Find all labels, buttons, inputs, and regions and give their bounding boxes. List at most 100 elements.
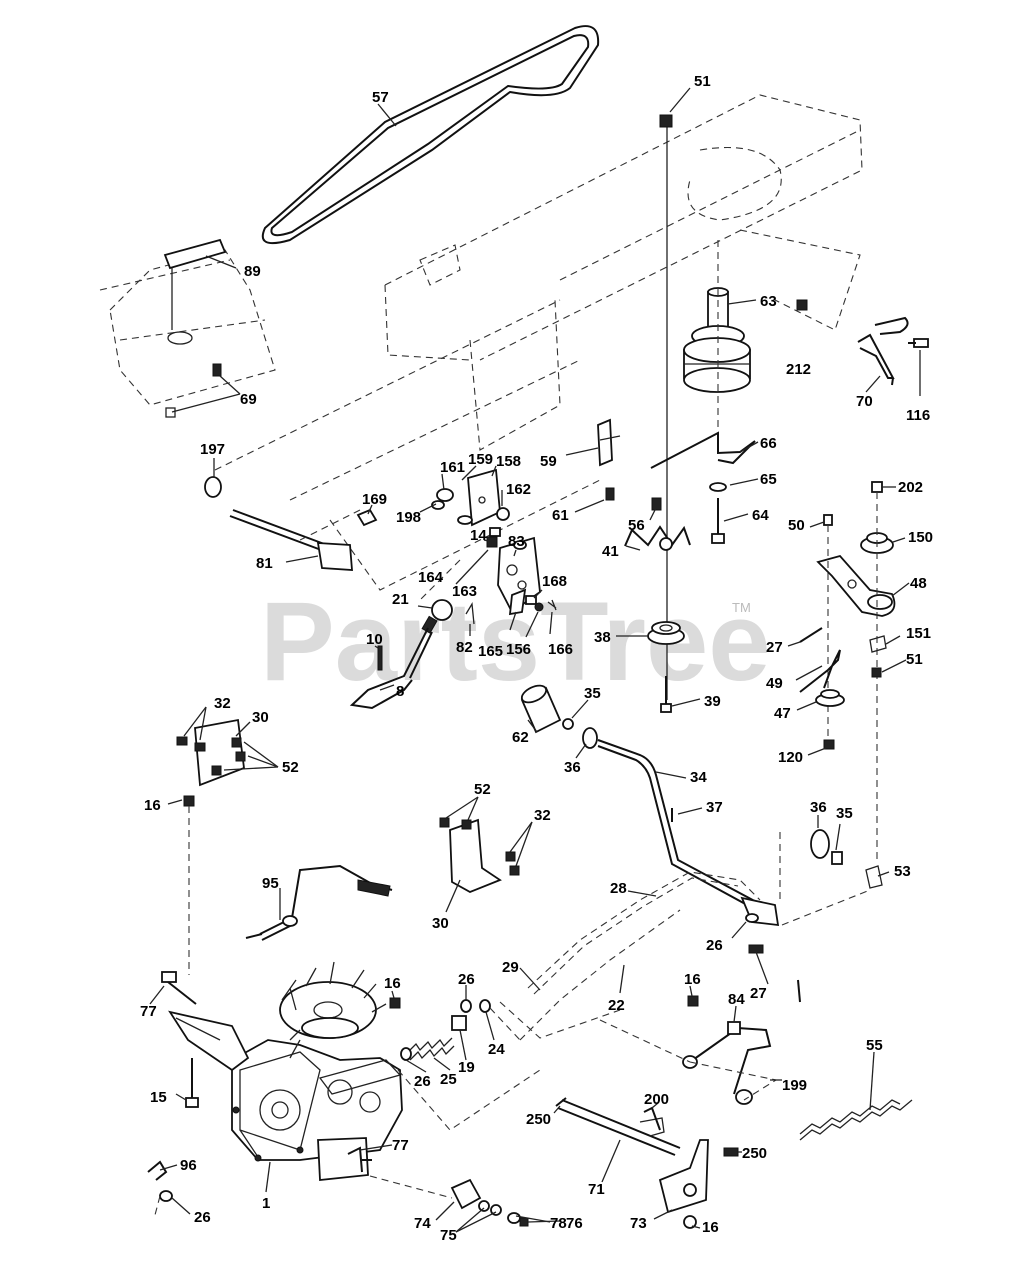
bracket-73[interactable]: [658, 1139, 709, 1229]
spring-55[interactable]: [799, 1099, 913, 1141]
callout-151: 151: [906, 625, 931, 642]
spring-25[interactable]: [407, 1037, 455, 1061]
part-166[interactable]: [547, 599, 557, 611]
pivot-bracket[interactable]: [497, 536, 541, 616]
callout-168: 168: [542, 573, 567, 590]
washer-26-upper[interactable]: [460, 999, 472, 1013]
bolt-27-upper[interactable]: [799, 627, 823, 643]
nut-16-mid[interactable]: [687, 995, 699, 1007]
washer-26-mid[interactable]: [745, 913, 759, 923]
callout-50: 50: [788, 517, 805, 534]
nut-16-transaxle[interactable]: [389, 997, 401, 1009]
pulley-150[interactable]: [860, 532, 894, 554]
callout-163: 163: [452, 583, 477, 600]
rod-29[interactable]: [499, 1001, 621, 1039]
washer-24[interactable]: [479, 999, 491, 1013]
spacer-151[interactable]: [869, 635, 887, 653]
washer-75a[interactable]: [478, 1200, 490, 1212]
bracket-49[interactable]: [799, 649, 841, 693]
drive-belt[interactable]: [261, 25, 600, 244]
bracket-30-upper[interactable]: [176, 718, 246, 787]
shift-lever-8[interactable]: [349, 615, 438, 710]
engine-pulley[interactable]: [666, 125, 751, 700]
bolt-250-right[interactable]: [723, 1147, 739, 1157]
washer-78[interactable]: [507, 1212, 521, 1224]
part-156[interactable]: [534, 602, 544, 612]
callout-15: 15: [150, 1089, 167, 1106]
callout-75: 75: [440, 1227, 457, 1244]
washer-35-right[interactable]: [831, 851, 843, 865]
part-168[interactable]: [525, 595, 537, 605]
pulley-38[interactable]: [647, 621, 685, 645]
washer-35-left[interactable]: [562, 718, 574, 730]
link-199[interactable]: [689, 1061, 778, 1101]
bracket-30-center[interactable]: [439, 817, 520, 893]
bolt-77-upper[interactable]: [161, 971, 197, 1005]
nut-51-top[interactable]: [659, 114, 673, 128]
clutch-rod-70[interactable]: [857, 316, 909, 386]
lever-71[interactable]: [557, 1099, 681, 1156]
transaxle-1[interactable]: [168, 961, 403, 1181]
callout-26-upper: 26: [458, 971, 475, 988]
bracket-59[interactable]: [597, 418, 621, 501]
pin-10[interactable]: [377, 645, 383, 671]
callout-73: 73: [630, 1215, 647, 1232]
brake-bracket[interactable]: [356, 468, 510, 537]
callout-1: 1: [262, 1195, 270, 1212]
callout-165: 165: [478, 643, 503, 660]
bolt-15[interactable]: [185, 1058, 199, 1108]
callout-35-right: 35: [836, 805, 853, 822]
washer-36-right[interactable]: [810, 829, 830, 859]
washer-36-left[interactable]: [582, 727, 598, 749]
callout-150: 150: [908, 529, 933, 546]
callout-64: 64: [752, 507, 769, 524]
link-53[interactable]: [865, 865, 883, 889]
callout-198: 198: [396, 509, 421, 526]
bolt-77-lower[interactable]: [347, 1146, 363, 1173]
rod-95[interactable]: [245, 864, 393, 941]
callout-26-left: 26: [414, 1073, 431, 1090]
shaft-81[interactable]: [204, 476, 353, 571]
clip-96[interactable]: [147, 1160, 168, 1181]
washer-26-lower[interactable]: [159, 1190, 173, 1202]
nut-120[interactable]: [823, 739, 835, 750]
spacer-19[interactable]: [451, 1015, 467, 1031]
callout-14: 14: [470, 527, 487, 544]
nut-212[interactable]: [796, 299, 808, 311]
idler-arm-48[interactable]: [816, 554, 896, 617]
bolt-202[interactable]: [871, 481, 883, 493]
bolt-64[interactable]: [711, 498, 725, 544]
nut-56[interactable]: [651, 497, 662, 511]
washer-75b[interactable]: [490, 1204, 502, 1216]
spacer-74[interactable]: [450, 1178, 482, 1210]
nut-51-right[interactable]: [871, 667, 882, 678]
callout-169: 169: [362, 491, 387, 508]
spacer-50[interactable]: [823, 514, 833, 526]
callout-37: 37: [706, 799, 723, 816]
callout-32-center: 32: [534, 807, 551, 824]
part-82[interactable]: [465, 601, 475, 625]
shaft-34[interactable]: [597, 739, 780, 927]
rod-84[interactable]: [682, 1021, 772, 1105]
bolt-250-left[interactable]: [555, 1097, 567, 1107]
bushing-62[interactable]: [519, 682, 562, 734]
washer-26-left[interactable]: [400, 1047, 412, 1061]
callout-78: 78: [550, 1215, 567, 1232]
callout-35-left: 35: [584, 685, 601, 702]
washer-65[interactable]: [709, 482, 727, 492]
bolt-27-lower[interactable]: [748, 944, 764, 954]
knob-21[interactable]: [431, 599, 453, 621]
callout-52-upper: 52: [282, 759, 299, 776]
rod-22[interactable]: [519, 909, 681, 1041]
nut-76[interactable]: [519, 1217, 529, 1227]
rod-28[interactable]: [527, 871, 761, 995]
callout-27-lower: 27: [750, 985, 767, 1002]
bolt-116[interactable]: [908, 338, 929, 348]
spring-41[interactable]: [624, 525, 691, 547]
cooling-fan: [279, 961, 387, 1041]
bolt-39[interactable]: [660, 676, 672, 713]
nut-16-left[interactable]: [183, 795, 195, 807]
idler-pulley-47[interactable]: [815, 689, 845, 707]
callout-95: 95: [262, 875, 279, 892]
